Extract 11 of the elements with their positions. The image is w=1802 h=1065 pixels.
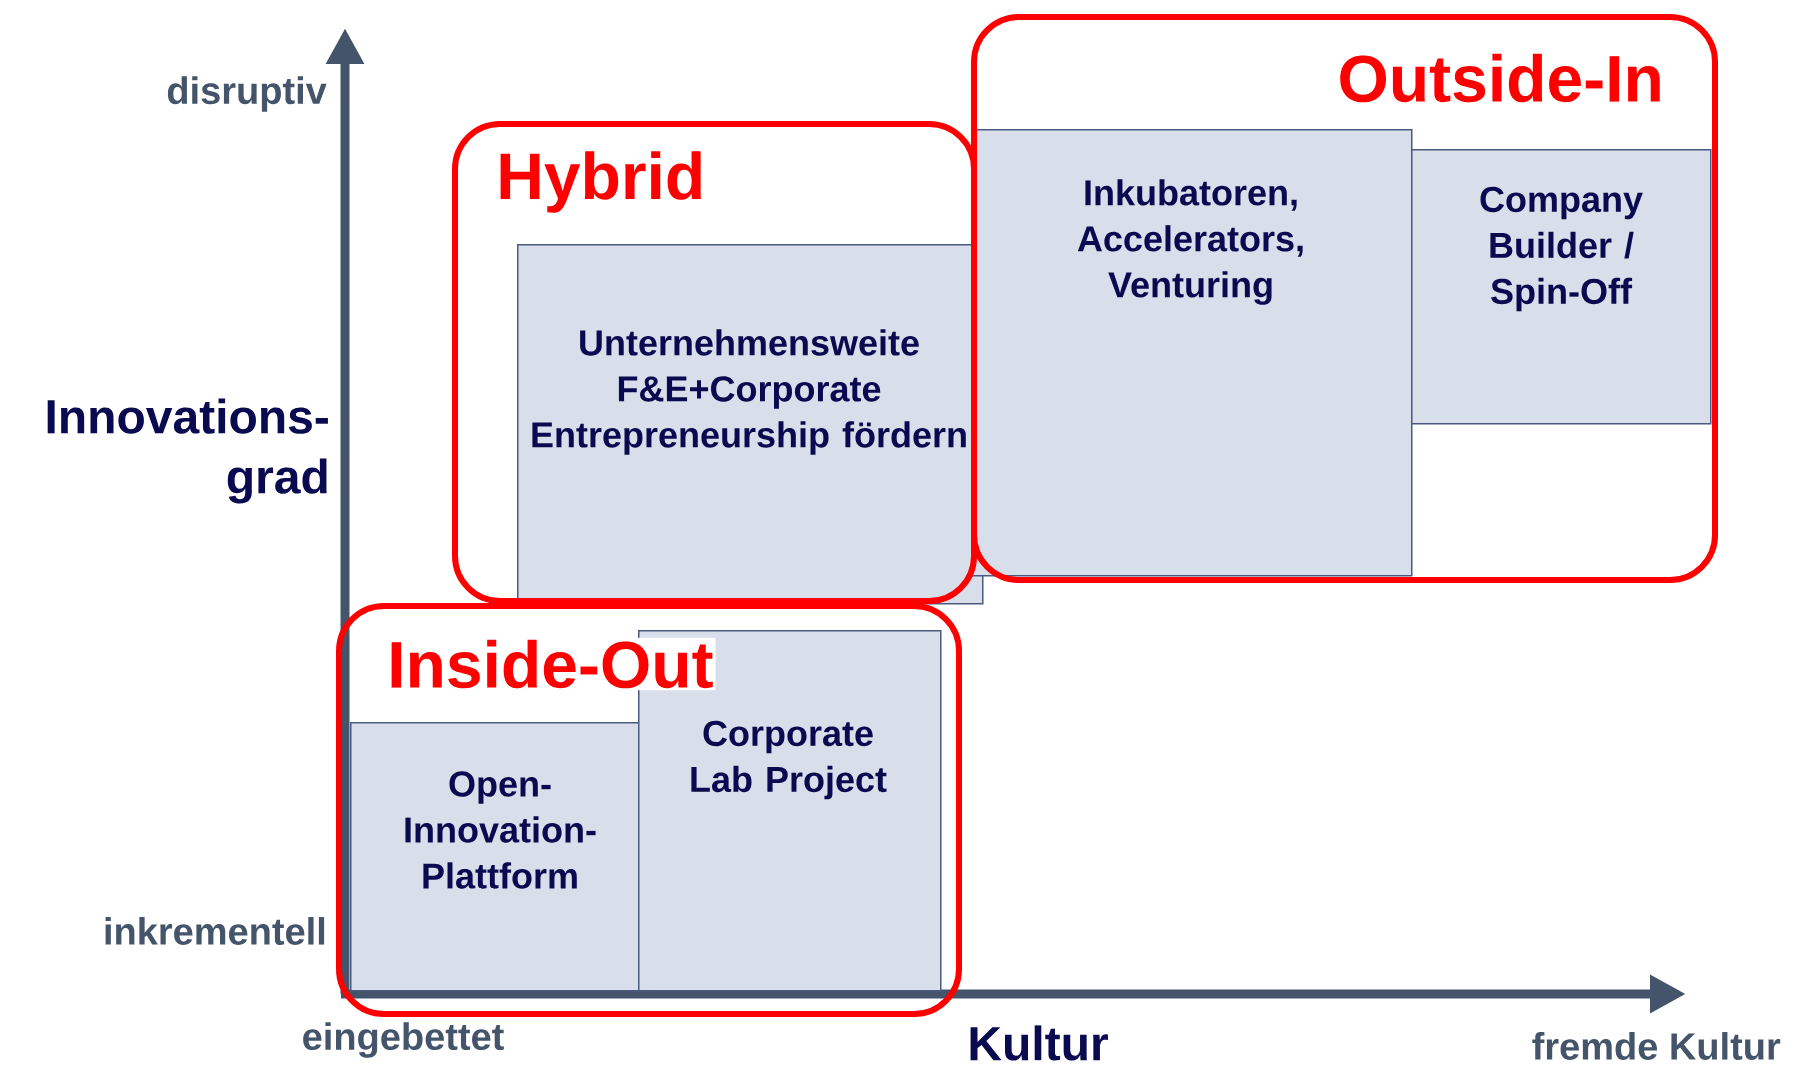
axis-end-label: disruptiv bbox=[167, 76, 327, 112]
group-title: Outside-In bbox=[1335, 51, 1666, 105]
axis-title: Innovations-grad bbox=[47, 398, 328, 504]
category-box: Company Builder / Spin-Off bbox=[1411, 149, 1712, 425]
axis-title: Kultur bbox=[970, 1025, 1108, 1061]
group-title: Inside-Out bbox=[385, 637, 716, 691]
group-title: Hybrid bbox=[494, 149, 708, 215]
category-box: Unternehmensweite F&E+Corporate Entrepreneurship fördern bbox=[517, 244, 984, 605]
axis-end-label: eingebettet bbox=[303, 1022, 504, 1058]
axis-end-label: fremde Kultur bbox=[1532, 1032, 1781, 1060]
category-box: Open-Innovation-Plattform bbox=[350, 722, 651, 992]
